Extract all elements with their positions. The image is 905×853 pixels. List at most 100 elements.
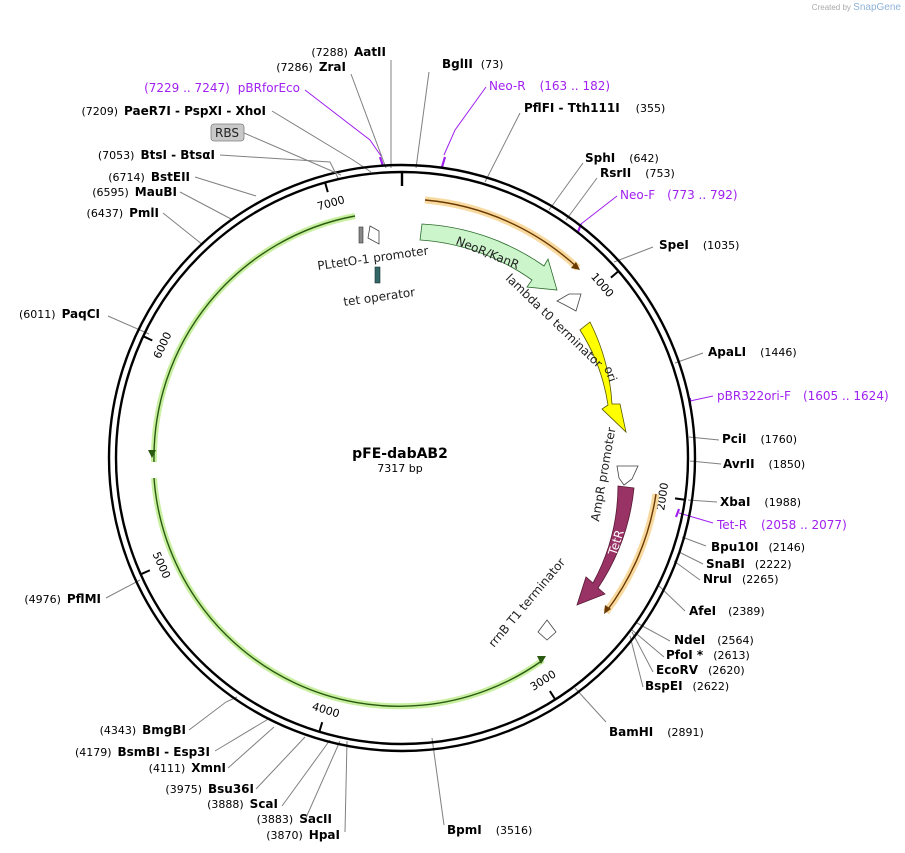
site-pmli[interactable]: (6437)PmlI bbox=[87, 206, 159, 220]
leader-xhoi bbox=[271, 110, 372, 173]
leader-bpmi bbox=[431, 737, 445, 826]
site-bmgbi[interactable]: (4343)BmgBI bbox=[100, 723, 186, 737]
leader-maubi bbox=[179, 191, 234, 221]
leader-bsmbi bbox=[214, 717, 271, 752]
ori-label: ori bbox=[601, 364, 619, 383]
site-sacii[interactable]: (3883)SacII bbox=[257, 812, 332, 826]
leader-rbs bbox=[243, 132, 342, 176]
primer-marks bbox=[378, 156, 692, 518]
site-bsteii[interactable]: (6714)BstEII bbox=[108, 170, 190, 184]
snapgene-credit: Created by SnapGene bbox=[812, 2, 901, 13]
site-bpmi[interactable]: BpmI(3516) bbox=[447, 823, 532, 837]
site-bsu36i[interactable]: (3975)Bsu36I bbox=[165, 782, 254, 796]
tick-mark bbox=[674, 497, 686, 501]
rbs-label: RBS bbox=[215, 126, 239, 140]
leader-bmgbi bbox=[188, 696, 238, 731]
rbs-box bbox=[210, 123, 245, 142]
leader-bglii bbox=[415, 71, 430, 169]
tick-mark bbox=[318, 721, 324, 733]
site-hpai[interactable]: (3870)HpaI bbox=[266, 828, 340, 842]
orange-orf-top bbox=[424, 199, 579, 269]
backbone bbox=[107, 163, 697, 753]
leader-pflfi bbox=[484, 112, 521, 183]
tick-label: 2000 bbox=[654, 482, 671, 512]
site-bglii[interactable]: BglII(73) bbox=[442, 57, 503, 71]
tick-label: 6000 bbox=[151, 330, 175, 361]
leader-ecorv bbox=[631, 631, 654, 673]
leader-spei bbox=[613, 246, 654, 263]
site-pflfi[interactable]: PflFI - Tth111I(355) bbox=[524, 101, 665, 115]
site-apali[interactable]: ApaLI(1446) bbox=[708, 345, 797, 359]
leader-rsrii bbox=[565, 177, 598, 221]
rbs-mark bbox=[358, 226, 364, 244]
site-zrai[interactable]: (7286)ZraI bbox=[276, 60, 346, 74]
leader-tet-r bbox=[678, 512, 714, 524]
tick-mark bbox=[610, 270, 620, 279]
site-scai[interactable]: (3888)ScaI bbox=[207, 797, 278, 811]
tick-mark bbox=[549, 690, 557, 701]
primer-tet-r[interactable]: Tet-R(2058 .. 2077) bbox=[716, 518, 847, 532]
site-bsmbi[interactable]: (4179)BsmBI - Esp3I bbox=[75, 745, 210, 759]
site-snabi[interactable]: SnaBI(2222) bbox=[706, 557, 791, 571]
leader-sphi bbox=[548, 162, 584, 211]
leader-sacii bbox=[304, 740, 341, 821]
leader-hpai bbox=[344, 740, 348, 833]
site-labels-right: BglII(73) PflFI - Tth111I(355) SphI(642)… bbox=[442, 57, 805, 837]
green-orf-bottom bbox=[153, 477, 544, 707]
leader-paqci bbox=[107, 315, 150, 335]
leader-xmni bbox=[227, 726, 275, 769]
primer-pbr322ori-f[interactable]: pBR322ori-F(1605 .. 1624) bbox=[717, 389, 889, 403]
site-btsi[interactable]: (7053)BtsI - BtsαI bbox=[98, 148, 215, 162]
pltet-promoter-arrow bbox=[367, 225, 380, 245]
site-paqci[interactable]: (6011)PaqCI bbox=[19, 307, 100, 321]
site-xmni[interactable]: (4111)XmnI bbox=[149, 761, 226, 775]
plasmid-name: pFE-dabAB2 bbox=[352, 446, 448, 462]
site-ndei[interactable]: NdeI(2564) bbox=[674, 633, 754, 647]
primer-pbrforeco[interactable]: (7229 .. 7247)pBRforEco bbox=[144, 81, 300, 95]
site-bspei[interactable]: BspEI(2622) bbox=[645, 679, 729, 693]
primer-leaders bbox=[304, 86, 714, 524]
site-ecorv[interactable]: EcoRV(2620) bbox=[656, 663, 745, 677]
leader-bsteii bbox=[194, 176, 257, 197]
site-sphi[interactable]: SphI(642) bbox=[585, 151, 659, 165]
site-xhoi[interactable]: (7209)PaeR7I - PspXI - XhoI bbox=[81, 104, 266, 118]
site-avrii[interactable]: AvrII(1850) bbox=[723, 457, 805, 471]
site-xbai[interactable]: XbaI(1988) bbox=[720, 495, 801, 509]
tick-label: 1000 bbox=[588, 270, 616, 300]
plasmid-size: 7317 bp bbox=[377, 462, 422, 475]
primer-neo-r[interactable]: Neo-R(163 .. 182) bbox=[489, 79, 610, 93]
site-nrui[interactable]: NruI(2265) bbox=[703, 572, 779, 586]
site-bamhi[interactable]: BamHI(2891) bbox=[609, 725, 704, 739]
leader-bamhi bbox=[574, 687, 607, 723]
leader-bsu36i bbox=[255, 736, 306, 790]
orange-orf-right-arrowhead bbox=[604, 605, 611, 614]
leader-snabi bbox=[678, 551, 704, 565]
orange-orf-top-arrowhead bbox=[571, 262, 580, 270]
tet-operator-mark bbox=[374, 266, 381, 284]
primer-labels: (7229 .. 7247)pBRforEco Neo-R(163 .. 182… bbox=[144, 79, 889, 532]
orange-orf-right bbox=[605, 493, 657, 613]
tick-label: 4000 bbox=[311, 700, 342, 721]
site-aatii[interactable]: (7288)AatII bbox=[311, 45, 386, 59]
leader-neo-f bbox=[580, 195, 618, 225]
site-spei[interactable]: SpeI(1035) bbox=[659, 238, 739, 252]
tetr-arrow bbox=[576, 485, 635, 606]
site-pflmi[interactable]: (4976)PflMI bbox=[24, 592, 101, 606]
site-pcii[interactable]: PciI(1760) bbox=[722, 432, 797, 446]
ampr-promoter-arrow bbox=[616, 465, 639, 486]
tick-label: 7000 bbox=[316, 193, 346, 213]
green-orf-left bbox=[153, 215, 356, 463]
green-orf-left-arrowhead bbox=[148, 450, 156, 458]
site-maubi[interactable]: (6595)MauBI bbox=[92, 185, 177, 199]
site-afei[interactable]: AfeI(2389) bbox=[689, 604, 765, 618]
site-rsrii[interactable]: RsrII(753) bbox=[600, 166, 675, 180]
lambda-terminator-arrow bbox=[556, 293, 582, 312]
leader-scai bbox=[281, 739, 331, 807]
green-orf-bottom-arrowhead bbox=[537, 656, 546, 664]
primer-neo-f[interactable]: Neo-F(773 .. 792) bbox=[620, 188, 738, 202]
site-bpu10i[interactable]: Bpu10I(2146) bbox=[711, 540, 805, 554]
tick-label: 3000 bbox=[528, 668, 559, 694]
site-pfoi[interactable]: PfoI *(2613) bbox=[666, 648, 750, 662]
rbs-label-box: RBS bbox=[210, 123, 342, 176]
